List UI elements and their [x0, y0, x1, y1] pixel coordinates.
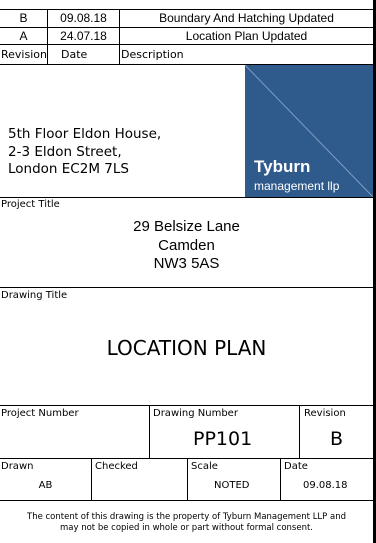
- divider: [0, 44, 373, 45]
- tyburn-logo: Tyburn management llp: [245, 65, 373, 197]
- project-line-2: Camden: [158, 236, 215, 254]
- revision-row-1-date: 09.08.18: [60, 11, 107, 25]
- project-line-3: NW3 5AS: [153, 255, 220, 272]
- revision-row-1-description: Boundary And Hatching Updated: [159, 11, 334, 25]
- revision-label: Revision: [304, 408, 346, 419]
- divider: [0, 9, 373, 10]
- footer-line-2: may not be copied in whole or part witho…: [59, 523, 314, 533]
- logo-name: Tyburn: [254, 157, 311, 176]
- revision-header-rev: Revision: [1, 48, 47, 61]
- revision-value: B: [329, 428, 344, 450]
- scale-label: Scale: [191, 461, 218, 472]
- revision-row-2-date: 24.07.18: [60, 29, 107, 43]
- drawn-value: AB: [38, 480, 53, 491]
- address-line-3: London EC2M 7LS: [8, 161, 129, 177]
- divider: [0, 64, 373, 65]
- drawn-label: Drawn: [1, 461, 34, 472]
- drawing-title: LOCATION PLAN: [106, 336, 267, 360]
- project-title: 29 Belsize Lane Camden NW3 5AS: [0, 218, 373, 274]
- divider: [0, 458, 373, 459]
- divider: [0, 197, 373, 198]
- drawing-number-label: Drawing Number: [153, 408, 238, 419]
- revision-header-description: Description: [121, 48, 184, 61]
- divider: [0, 500, 373, 501]
- divider: [0, 287, 373, 288]
- divider: [91, 458, 92, 500]
- divider: [0, 405, 373, 406]
- revision-row-1-rev: B: [19, 11, 28, 25]
- revision-row-2-rev: A: [19, 29, 28, 43]
- divider: [299, 405, 300, 458]
- scale-value: NOTED: [214, 480, 250, 491]
- date-value: 09.08.18: [303, 480, 348, 491]
- divider: [0, 27, 373, 28]
- revision-row-2-description: Location Plan Updated: [185, 29, 308, 43]
- revision-header-date: Date: [61, 48, 88, 61]
- company-address: 5th Floor Eldon House, 2-3 Eldon Street,…: [8, 126, 161, 179]
- project-title-label: Project Title: [1, 199, 60, 210]
- divider: [47, 9, 48, 64]
- logo-tagline: management llp: [254, 179, 340, 193]
- divider: [280, 458, 281, 500]
- drawing-number: PP101: [193, 428, 253, 450]
- divider: [119, 9, 120, 64]
- address-line-2: 2-3 Eldon Street,: [8, 143, 122, 160]
- copyright-notice: The content of this drawing is the prope…: [0, 512, 373, 534]
- divider: [187, 458, 188, 500]
- address-line-1: 5th Floor Eldon House,: [8, 126, 162, 142]
- checked-label: Checked: [95, 461, 138, 472]
- date-label: Date: [284, 461, 308, 472]
- footer-line-1: The content of this drawing is the prope…: [27, 512, 346, 522]
- project-number-label: Project Number: [1, 408, 79, 419]
- project-line-1: 29 Belsize Lane: [133, 218, 240, 235]
- divider: [149, 405, 150, 458]
- logo-background-icon: [245, 65, 373, 197]
- drawing-title-label: Drawing Title: [1, 290, 68, 301]
